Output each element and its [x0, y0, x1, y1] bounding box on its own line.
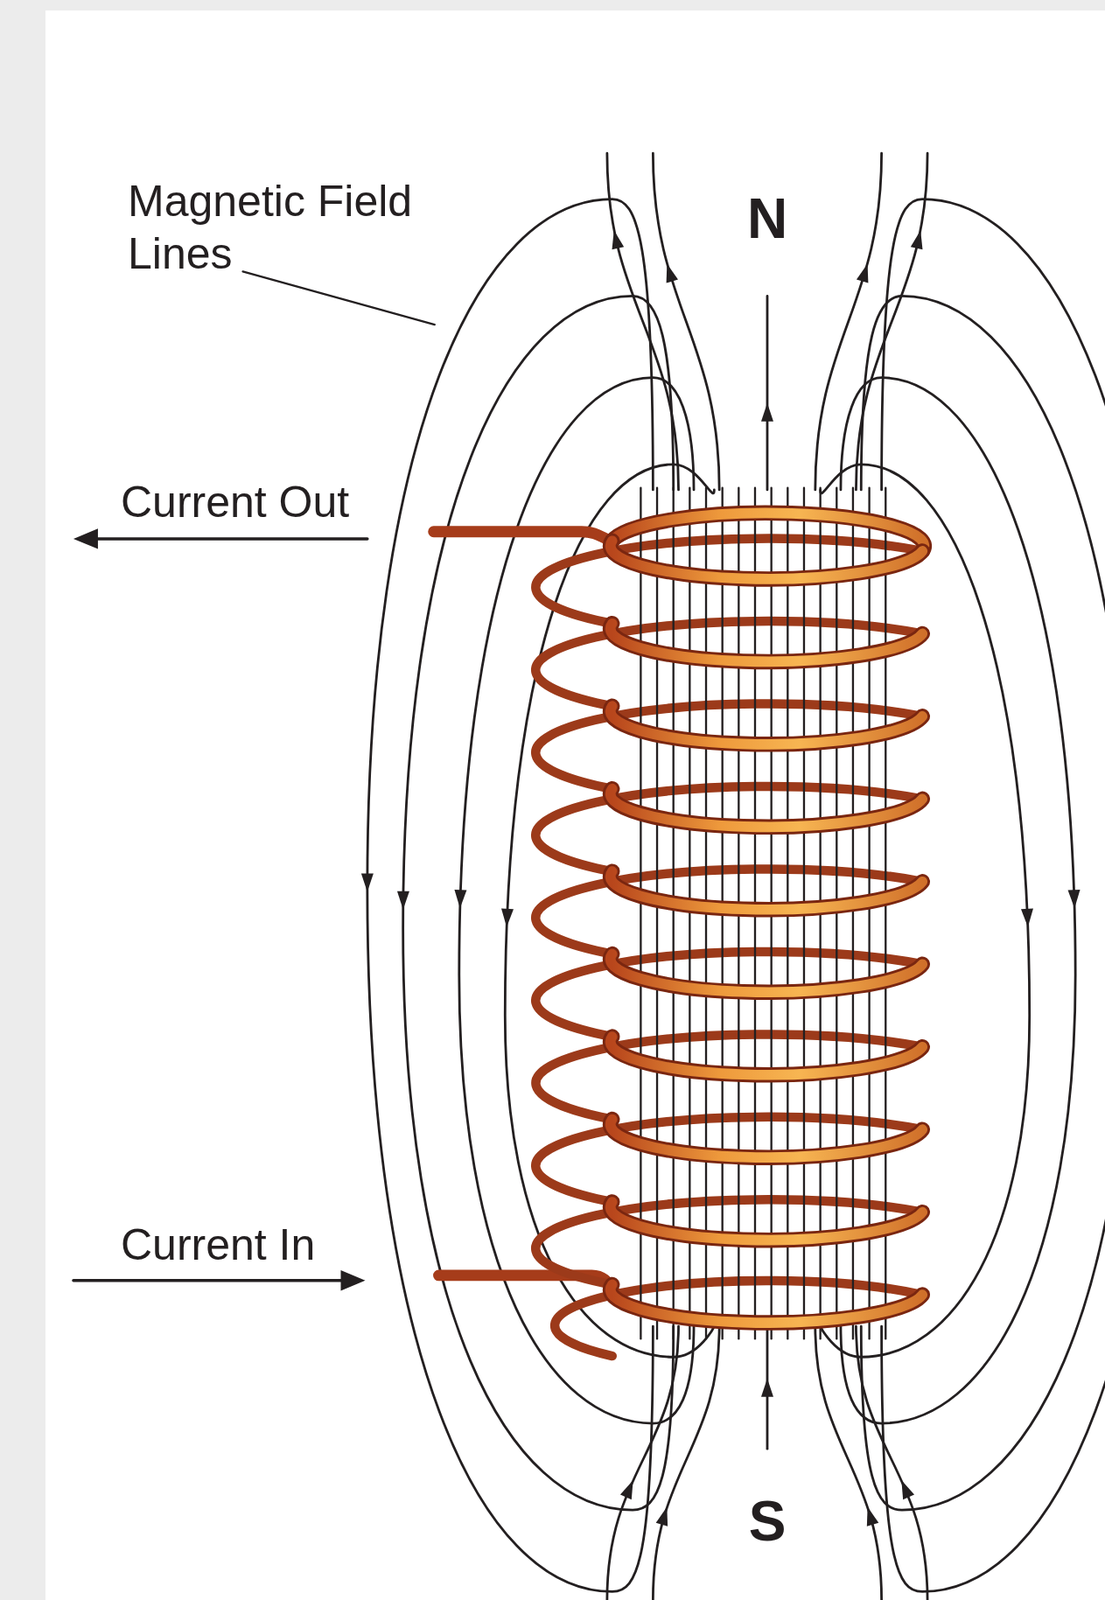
coil-winding — [610, 540, 924, 580]
inner-field-line — [656, 488, 658, 1340]
current-arrows — [73, 528, 368, 1291]
field-line — [855, 153, 928, 490]
coil-winding — [610, 789, 924, 828]
inner-field-line — [852, 488, 854, 1340]
coil-winding — [610, 1119, 924, 1159]
coil-winding — [610, 706, 924, 745]
coil-winding — [610, 1284, 924, 1323]
coil-winding-outline — [612, 512, 925, 552]
field-line — [607, 153, 679, 490]
field-line — [607, 1326, 679, 1600]
inner-field-line — [884, 488, 887, 1340]
coil-winding-outline — [610, 623, 924, 663]
inner-field-line — [867, 488, 870, 1340]
field-line — [815, 1326, 882, 1600]
field-arrowhead — [910, 229, 927, 251]
current-arrowhead — [73, 528, 98, 549]
coil-winding-outline — [610, 1119, 924, 1159]
coil-winding-outline — [610, 540, 924, 580]
coil-winding — [610, 1036, 924, 1076]
inner-field-line — [672, 488, 675, 1340]
field-loop — [367, 199, 654, 1593]
field-loop — [860, 295, 1105, 1511]
coil-back-winding — [535, 621, 923, 707]
coil — [433, 488, 925, 1357]
current-label: Current In — [120, 1218, 401, 1272]
field-arrowhead — [761, 1378, 774, 1398]
coil-back-winding — [535, 951, 923, 1037]
current-label: Current Out — [120, 475, 401, 529]
coil-lead — [433, 531, 615, 541]
coil-back-winding — [535, 786, 923, 872]
current-arrow-line — [90, 537, 368, 540]
coil-winding-outline — [610, 1202, 924, 1241]
leader-line — [243, 271, 435, 325]
coil-winding-outline — [610, 1036, 924, 1076]
field-arrowhead — [1068, 889, 1082, 909]
coil-winding — [610, 954, 924, 994]
coil-winding-outline — [610, 954, 924, 994]
coil-winding-outline — [610, 706, 924, 745]
field-arrowhead — [608, 229, 624, 251]
coil-back-winding — [535, 868, 923, 954]
coil-winding-outline — [610, 871, 924, 910]
field-arrowhead — [620, 1477, 639, 1500]
coil-winding-outline — [610, 789, 924, 828]
field-arrowhead — [856, 261, 874, 283]
field-arrowhead — [500, 909, 514, 929]
coil-winding — [610, 871, 924, 910]
coil-winding-outline — [610, 1284, 924, 1323]
axis-line — [766, 295, 770, 490]
field-arrowhead — [656, 1505, 673, 1527]
coil-winding — [612, 512, 925, 552]
field-lines — [243, 153, 1105, 1600]
field-arrowhead — [454, 889, 468, 909]
field-arrowhead — [861, 1505, 879, 1527]
field-line — [855, 1326, 928, 1600]
coil-winding — [610, 1202, 924, 1241]
field-arrowhead — [1021, 909, 1035, 929]
callout-label: Magnetic Field Lines — [127, 174, 426, 280]
coil-back-winding — [535, 538, 923, 624]
inner-field-line — [688, 488, 691, 1340]
field-arrowhead — [397, 891, 410, 910]
coil-back-winding — [535, 1199, 923, 1285]
pole-label: S — [723, 1490, 812, 1553]
field-line — [652, 1326, 720, 1600]
coil-back-winding — [535, 1034, 923, 1119]
current-arrowhead — [341, 1270, 366, 1291]
coil-back-winding — [535, 1117, 923, 1203]
field-line — [652, 153, 720, 490]
field-arrowhead — [761, 403, 774, 422]
field-arrowhead — [661, 261, 679, 283]
pole-label: N — [723, 188, 812, 250]
field-arrowhead — [361, 874, 374, 893]
inner-field-line — [639, 488, 642, 1340]
coil-winding — [610, 623, 924, 663]
field-line — [815, 153, 882, 490]
field-arrowhead — [895, 1477, 915, 1500]
coil-back-winding — [535, 704, 923, 790]
current-arrow-line — [73, 1279, 350, 1282]
